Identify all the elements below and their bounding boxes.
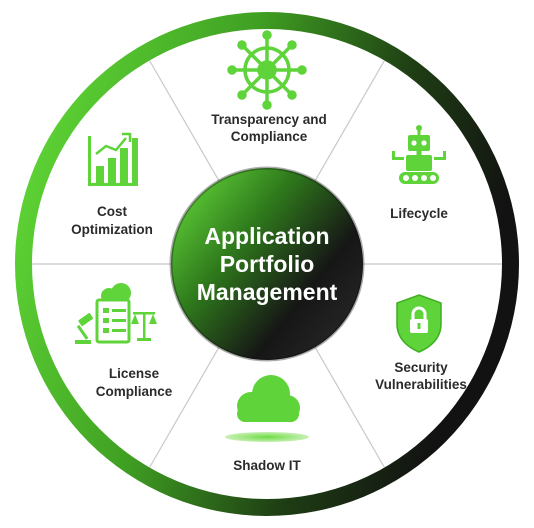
segment-label: Compliance [231, 129, 308, 144]
segment-label: Security [394, 360, 448, 375]
segment-label: Shadow IT [233, 458, 301, 473]
center-title-line: Application [204, 223, 329, 249]
ship-wheel-icon [227, 30, 307, 110]
segment-label: Lifecycle [390, 206, 448, 221]
segment-security: Security Vulnerabilities [375, 294, 467, 392]
center-hub [171, 168, 363, 360]
segment-transparency: Transparency and Compliance [211, 30, 327, 144]
segment-label: License [109, 366, 160, 381]
center-title-line: Management [197, 279, 338, 305]
segment-lifecycle: Lifecycle [390, 125, 448, 221]
license-document-scale-icon [75, 283, 157, 344]
robot-icon [392, 125, 446, 184]
cloud-shadow-ellipse [225, 432, 309, 442]
segment-license: License Compliance [75, 283, 173, 399]
segment-label: Compliance [96, 384, 173, 399]
segment-label: Optimization [71, 222, 153, 237]
segment-label: Cost [97, 204, 128, 219]
center-title: Application Portfolio Management [197, 223, 338, 305]
center-hub-shadow [169, 166, 365, 362]
shield-lock-icon [396, 294, 442, 353]
segment-label: Vulnerabilities [375, 377, 467, 392]
cloud-icon [237, 375, 300, 422]
segment-cost: Cost Optimization [71, 132, 153, 237]
center-title-line: Portfolio [220, 251, 315, 277]
segment-label: Transparency and [211, 112, 327, 127]
bar-chart-growth-icon [88, 132, 138, 186]
segment-shadow-it: Shadow IT [225, 375, 309, 473]
